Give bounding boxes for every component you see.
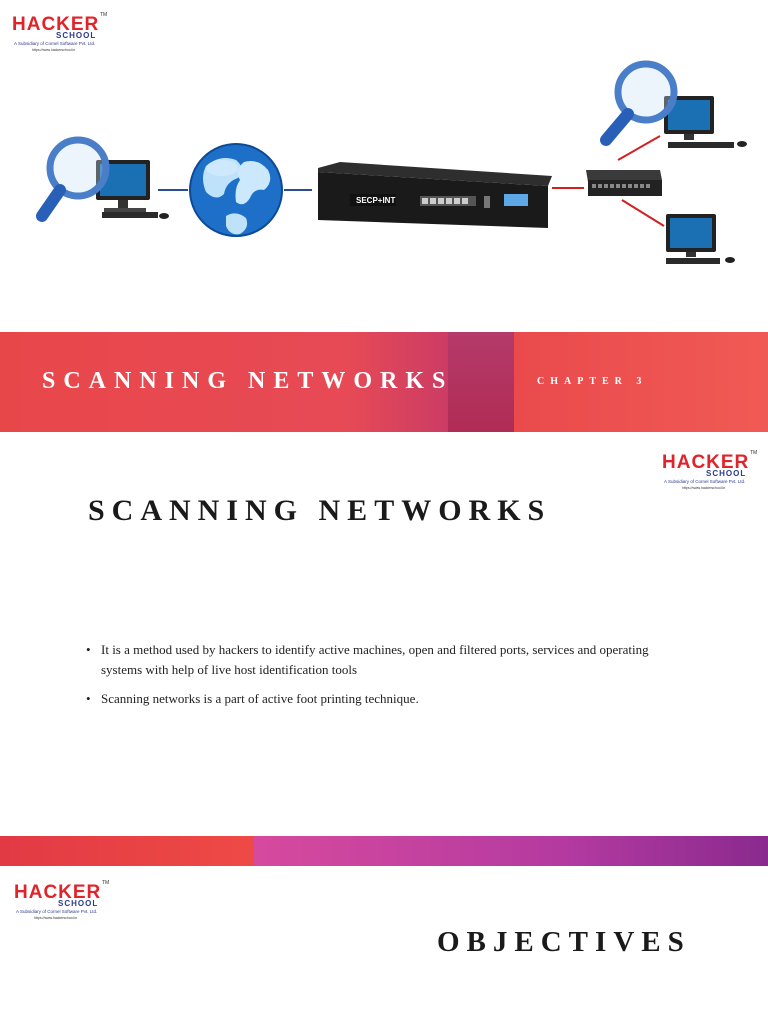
logo-sub-text: SCHOOL [56, 31, 97, 40]
hacker-school-logo: HACKER TM SCHOOL A Subsidiary of Cornel … [660, 450, 760, 494]
slide-title: SCANNING NETWORKS [88, 494, 552, 527]
network-diagram: SECP+INT [36, 60, 747, 264]
logo-sub-text: SCHOOL [58, 899, 99, 908]
logo-url: https://www.hackerschool.in [34, 916, 78, 920]
divider-stripe-magenta [254, 836, 768, 866]
link-line [617, 135, 661, 161]
logo-brand-text: HACKER [14, 882, 102, 903]
logo-tm: TM [102, 880, 110, 886]
left-magnifier-icon [36, 136, 110, 222]
hacker-school-logo: HACKER TM SCHOOL A Subsidiary of Cornel … [12, 880, 112, 924]
link-line [621, 199, 665, 227]
bullet-item: Scanning networks is a part of active fo… [86, 689, 686, 709]
top-right-computer-icon [664, 96, 747, 148]
logo-url: https://www.hackerschool.in [682, 486, 726, 490]
logo-tm: TM [100, 12, 108, 18]
banner-accent-block [448, 332, 514, 432]
logo-brand-text: HACKER [662, 452, 750, 473]
logo-tagline: A Subsidiary of Cornel Software Pvt. Ltd… [16, 909, 98, 914]
logo-tm: TM [750, 450, 758, 456]
bottom-right-computer-icon [666, 214, 735, 264]
hacker-school-logo: HACKER TM SCHOOL A Subsidiary of Cornel … [10, 12, 110, 56]
logo-tagline: A Subsidiary of Cornel Software Pvt. Ltd… [664, 479, 746, 484]
banner-title: SCANNING NETWORKS [42, 368, 454, 394]
left-computer-icon [96, 160, 169, 219]
top-right-magnifier-icon [600, 60, 678, 146]
divider-stripe-red [0, 836, 254, 866]
bullet-item: It is a method used by hackers to identi… [86, 640, 686, 680]
banner-right-block [514, 332, 768, 432]
network-switch-icon [586, 170, 662, 196]
firewall-appliance-icon: SECP+INT [318, 162, 552, 228]
bullet-list: It is a method used by hackers to identi… [86, 640, 686, 718]
banner-chapter-label: CHAPTER 3 [537, 376, 648, 387]
logo-tagline: A Subsidiary of Cornel Software Pvt. Ltd… [14, 41, 96, 46]
device-label: SECP+INT [356, 196, 395, 205]
logo-url: https://www.hackerschool.in [32, 48, 76, 52]
logo-sub-text: SCHOOL [706, 469, 747, 478]
globe-icon [189, 143, 283, 237]
objectives-title: OBJECTIVES [437, 926, 691, 958]
logo-brand-text: HACKER [12, 14, 100, 35]
